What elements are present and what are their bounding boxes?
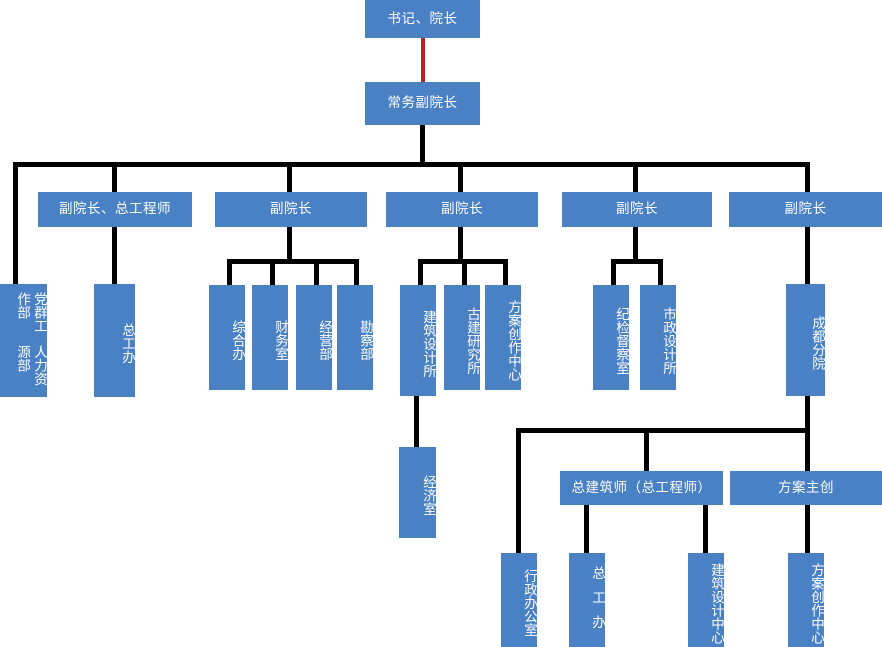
node-ancient-arch-institute[interactable]: 古建研究所 [444, 285, 480, 390]
connector-drop-vp-2 [287, 162, 292, 192]
connector-chengdu-lower-bus [516, 428, 810, 433]
node-vp-chief-engineer[interactable]: 副院长、总工程师 [38, 192, 192, 227]
node-general-office[interactable]: 综合办 [209, 285, 245, 390]
connector-vp-chief-engineer-to-chief-engineer-office [112, 226, 117, 284]
node-survey-dept[interactable]: 勘察部 [337, 285, 373, 390]
node-chengdu-chief-eng-office[interactable]: 总工办 [569, 553, 605, 647]
connector-chief-architect-to-arch-design-center [703, 505, 708, 554]
connector-drop-arch-design-institute [418, 259, 423, 285]
connector-drop-discipline-inspection [611, 259, 616, 285]
node-admin-office[interactable]: 行政办公室 [501, 553, 537, 647]
connector-chief-architect-to-chengdu-chief-eng-office [584, 505, 589, 554]
node-scheme-creation-center[interactable]: 方案创作中心 [485, 285, 521, 390]
node-arch-design-institute[interactable]: 建筑设计所 [400, 285, 436, 396]
connector-main-bus [13, 162, 810, 167]
node-arch-design-center[interactable]: 建筑设计中心 [688, 553, 724, 647]
connector-drop-lead-scheme-designer [805, 428, 810, 471]
connector-drop-survey-dept [354, 259, 359, 285]
node-chief-architect[interactable]: 总建筑师（总工程师） [560, 471, 723, 505]
connector-root-to-executive-vp [421, 37, 425, 82]
node-discipline-inspection[interactable]: 纪检督察室 [593, 285, 629, 390]
node-lead-scheme-designer[interactable]: 方案主创 [730, 471, 882, 505]
node-vp-4[interactable]: 副院长 [562, 192, 712, 227]
node-hr-party-label-b: 党群工作部 [15, 292, 47, 333]
node-hr-party[interactable]: 党群工作部 人力资源部 [0, 284, 47, 397]
node-finance-office[interactable]: 财务室 [252, 285, 288, 390]
connector-drop-chief-architect [644, 428, 649, 471]
connector-drop-vp-3 [458, 162, 463, 192]
connector-drop-operations-dept [314, 259, 319, 285]
connector-drop-vp-4 [633, 162, 638, 192]
connector-lead-scheme-designer-to-chengdu-scheme-center [805, 505, 810, 554]
node-executive-vp[interactable]: 常务副院长 [365, 82, 480, 125]
connector-drop-admin-office [516, 428, 521, 554]
connector-drop-finance-office [270, 259, 275, 285]
connector-chengdu-branch-stem [805, 396, 810, 432]
connector-vp-4-bus [611, 259, 663, 264]
node-economics-office[interactable]: 经济室 [399, 447, 436, 538]
connector-drop-hr-party [13, 162, 18, 287]
node-vp-3[interactable]: 副院长 [386, 192, 538, 227]
connector-vp-3-stem [458, 226, 463, 262]
connector-drop-vp-chief-engineer [112, 162, 117, 192]
node-chief-engineer-office[interactable]: 总工办 [94, 284, 135, 397]
connector-drop-scheme-creation-center [503, 259, 508, 285]
node-vp-5[interactable]: 副院长 [729, 192, 882, 227]
connector-drop-ancient-arch-institute [462, 259, 467, 285]
connector-drop-municipal-design-institute [658, 259, 663, 285]
node-hr-party-label-a: 人力资源部 [15, 344, 47, 386]
connector-arch-design-institute-to-economics-office [414, 396, 419, 448]
node-root[interactable]: 书记、院长 [365, 0, 480, 38]
connector-executive-vp-stem [420, 124, 425, 166]
node-operations-dept[interactable]: 经营部 [296, 285, 332, 390]
node-municipal-design-institute[interactable]: 市政设计所 [640, 285, 676, 390]
node-vp-2[interactable]: 副院长 [215, 192, 367, 227]
node-chengdu-branch[interactable]: 成都分院 [786, 284, 825, 396]
connector-vp-2-stem [287, 226, 292, 262]
connector-drop-general-office [227, 259, 232, 285]
connector-vp-2-bus [227, 259, 359, 264]
connector-vp-5-to-chengdu-branch [805, 226, 810, 284]
connector-vp-4-stem [633, 226, 638, 262]
connector-drop-vp-5 [805, 162, 810, 192]
node-chengdu-scheme-center[interactable]: 方案创作中心 [788, 553, 824, 647]
